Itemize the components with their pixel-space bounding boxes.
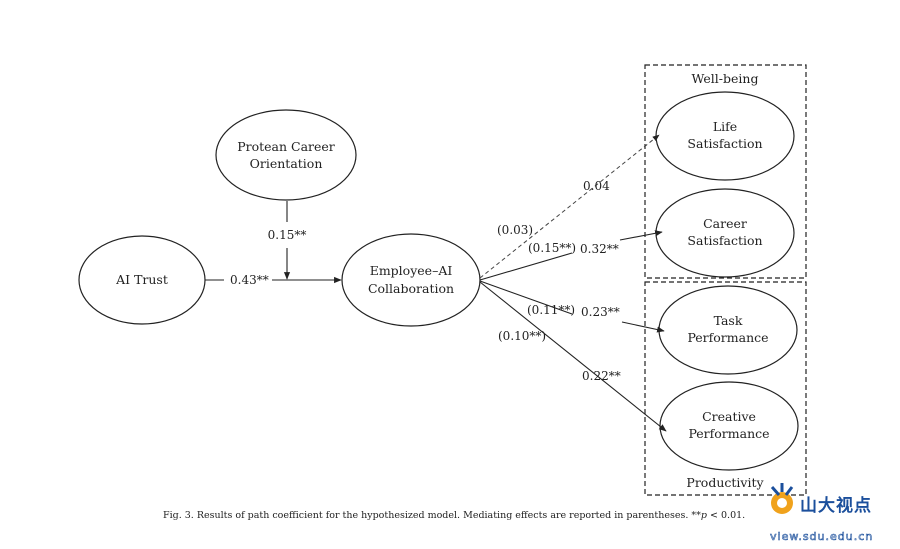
watermark: 山大视点 view.sdu.edu.cn (770, 481, 890, 543)
wellbeing-group-title: Well-being (692, 71, 759, 86)
watermark-name: 山大视点 (800, 496, 872, 516)
figure-caption: Fig. 3. Results of path coefficient for … (163, 510, 745, 521)
coef-task-mediating: (0.11**) (527, 303, 575, 317)
career-satisfaction-label-1: Career (703, 216, 747, 231)
coef-life-mediating: (0.03) (497, 223, 533, 237)
coef-trust-collaboration: 0.43** (230, 273, 269, 287)
employee-ai-collaboration-node (341, 233, 481, 327)
coef-task-direct: 0.23** (581, 305, 620, 319)
collaboration-label-2: Collaboration (368, 281, 454, 296)
figure-caption-text: Results of path coefficient for the hypo… (196, 510, 689, 521)
watermark-url: view.sdu.edu.cn (770, 530, 874, 544)
coef-life-direct: 0.04 (583, 179, 610, 193)
life-satisfaction-label-2: Satisfaction (687, 136, 762, 151)
coef-creative-direct: 0.22** (582, 369, 621, 383)
coef-moderation: 0.15** (268, 228, 307, 242)
arrow-collab-to-career-satisfaction (479, 252, 573, 281)
watermark-logo-icon (770, 483, 794, 514)
arrow-collab-to-career-satisfaction-b (619, 230, 663, 241)
figure-caption-note-symbol: ** (691, 510, 701, 521)
collaboration-label-1: Employee–AI (370, 263, 453, 278)
figure-caption-prefix: Fig. 3. (163, 510, 194, 521)
productivity-group-title: Productivity (686, 475, 764, 490)
coef-career-mediating: (0.15**) (528, 241, 576, 255)
coef-career-direct: 0.32** (580, 242, 619, 256)
protean-career-label-2: Orientation (250, 156, 323, 171)
arrow-collab-to-task-performance (479, 280, 573, 315)
figure-caption-note-p: p (700, 510, 707, 521)
coef-creative-mediating: (0.10**) (498, 329, 546, 343)
creative-performance-label-1: Creative (702, 409, 756, 424)
arrow-collab-to-life-satisfaction (479, 134, 660, 279)
task-performance-label-2: Performance (687, 330, 768, 345)
ai-trust-label: AI Trust (115, 272, 168, 287)
task-performance-label-1: Task (714, 313, 743, 328)
creative-performance-label-2: Performance (688, 426, 769, 441)
arrow-collab-to-task-performance-b (621, 321, 665, 333)
arrow-collab-to-creative-performance (479, 281, 667, 432)
protean-career-label-1: Protean Career (237, 139, 335, 154)
life-satisfaction-label-1: Life (713, 119, 737, 134)
protean-career-node (215, 109, 357, 201)
figure-caption-note-rest: < 0.01. (707, 510, 746, 521)
wellbeing-group-box (644, 64, 807, 279)
productivity-group-box (644, 281, 807, 496)
career-satisfaction-label-2: Satisfaction (687, 233, 762, 248)
